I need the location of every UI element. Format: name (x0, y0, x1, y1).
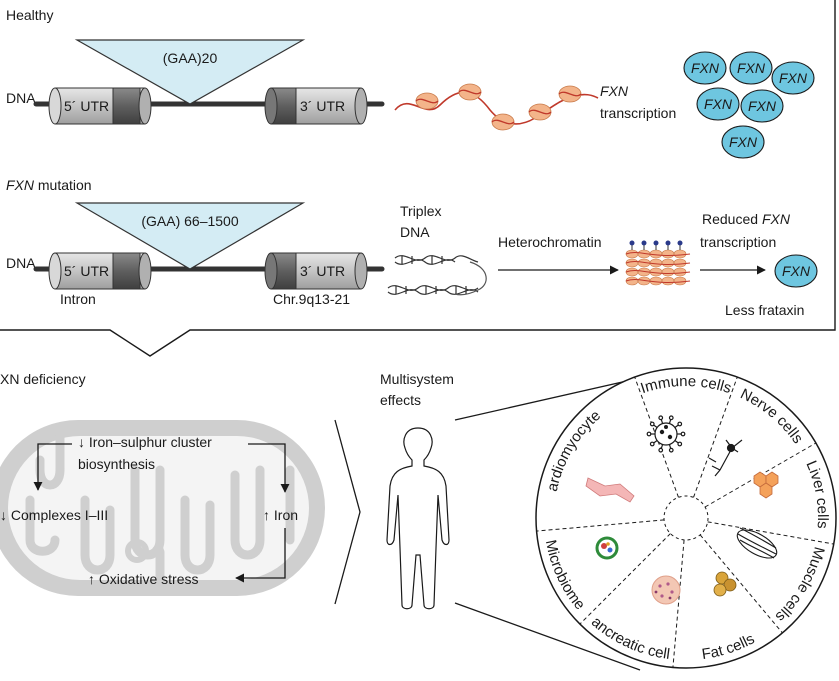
wheel-divider (699, 534, 783, 634)
healthy-transcription-label: transcription (600, 105, 676, 121)
mutation-dna-label: DNA (6, 255, 36, 271)
immune-cell-icon (646, 415, 686, 453)
multisystem-title-line2: effects (380, 392, 421, 408)
healthy-repeat-triangle (74, 39, 306, 105)
nucleosome (491, 113, 515, 131)
fxn-protein: FXN (696, 87, 740, 121)
fxn-protein-label: FXN (691, 60, 720, 76)
fxn-protein-label: FXN (704, 96, 733, 112)
heterochromatin-label: Heterochromatin (498, 234, 602, 250)
human-body-icon (386, 427, 450, 610)
less-frataxin-label: Less frataxin (725, 302, 804, 318)
wheel-divider (579, 533, 671, 625)
healthy-gene-diagram (33, 39, 385, 125)
reduced-fxn-protein (774, 254, 818, 288)
healthy-utr5-label: 5´ UTR (64, 98, 109, 114)
reduced-label-line1: Reduced FXN (702, 211, 791, 227)
heterochromatin-illustration (625, 240, 691, 286)
wheel-divider (693, 376, 738, 498)
nerve-cell-icon (708, 439, 743, 477)
iron-sulphur-line2: biosynthesis (78, 456, 155, 472)
section-chevron (334, 419, 361, 605)
reduced-label-line2: transcription (700, 234, 776, 250)
fxn-protein: FXN (740, 89, 784, 123)
fxn-protein-label: FXN (748, 98, 777, 114)
nucleosome (528, 103, 552, 121)
mutation-title: FXN mutation (6, 177, 92, 193)
mutation-repeat-triangle (74, 202, 306, 270)
mitochondrion (0, 420, 325, 596)
nucleosome (558, 85, 582, 103)
iron-label: ↑ Iron (263, 507, 298, 523)
healthy-repeat-label: (GAA)20 (163, 50, 218, 66)
triplex-dna-illustration (387, 255, 487, 296)
complexes-label: ↓ Complexes I–III (0, 507, 108, 523)
mutation-utr3-label: 3´ UTR (300, 263, 345, 279)
zoom-line-top (454, 377, 641, 421)
fxn-protein-label: FXN (729, 134, 758, 150)
cardiomyocyte-icon (585, 477, 635, 503)
fxn-protein: FXN (729, 51, 773, 85)
triplex-label-line2: DNA (400, 224, 430, 240)
wheel-divider (707, 521, 834, 545)
iron-sulphur-line1: ↓ Iron–sulphur cluster (78, 434, 212, 450)
healthy-utr3-label: 3´ UTR (300, 98, 345, 114)
pancreatic-cell-icon (651, 575, 681, 605)
arrow-to-iron (248, 443, 290, 493)
oxidative-label: ↑ Oxidative stress (88, 571, 198, 587)
healthy-dna-label: DNA (6, 90, 36, 106)
mutation-utr5-label: 5´ UTR (64, 263, 109, 279)
triplex-label-line1: Triplex (400, 203, 442, 219)
chromosome-label: Chr.9q13-21 (273, 291, 350, 307)
fxn-protein: FXN (721, 125, 765, 159)
microbiome-icon (595, 536, 619, 560)
nucleosome (458, 83, 482, 101)
wheel-divider (536, 519, 665, 532)
fat-cell-icon (713, 571, 737, 597)
healthy-transcription-gene: FXN (600, 83, 629, 99)
top-panel-border (0, 0, 836, 357)
healthy-title: Healthy (6, 7, 53, 23)
liver-cell-icon (753, 471, 779, 499)
fxn-protein: FXN (683, 51, 727, 85)
arrow-to-complexes (33, 443, 72, 491)
arrow-to-oxidative (235, 528, 286, 583)
muscle-cell-icon (736, 527, 778, 559)
mutation-gene-diagram (33, 202, 385, 290)
zoom-line-bottom (454, 602, 641, 671)
reduced-fxn-label: FXN (782, 263, 811, 279)
fxn-protein-label: FXN (737, 60, 766, 76)
wheel-divider (672, 539, 685, 668)
fxn-protein-label: FXN (779, 70, 808, 86)
healthy-transcription-strand (394, 83, 599, 131)
fxn-protein: FXN (771, 61, 815, 95)
nucleosome (415, 92, 439, 110)
mutation-repeat-label: (GAA) 66–1500 (141, 213, 238, 229)
intron-label: Intron (60, 291, 96, 307)
deficiency-title: XN deficiency (0, 371, 86, 387)
multisystem-title-line1: Multisystem (380, 371, 454, 387)
